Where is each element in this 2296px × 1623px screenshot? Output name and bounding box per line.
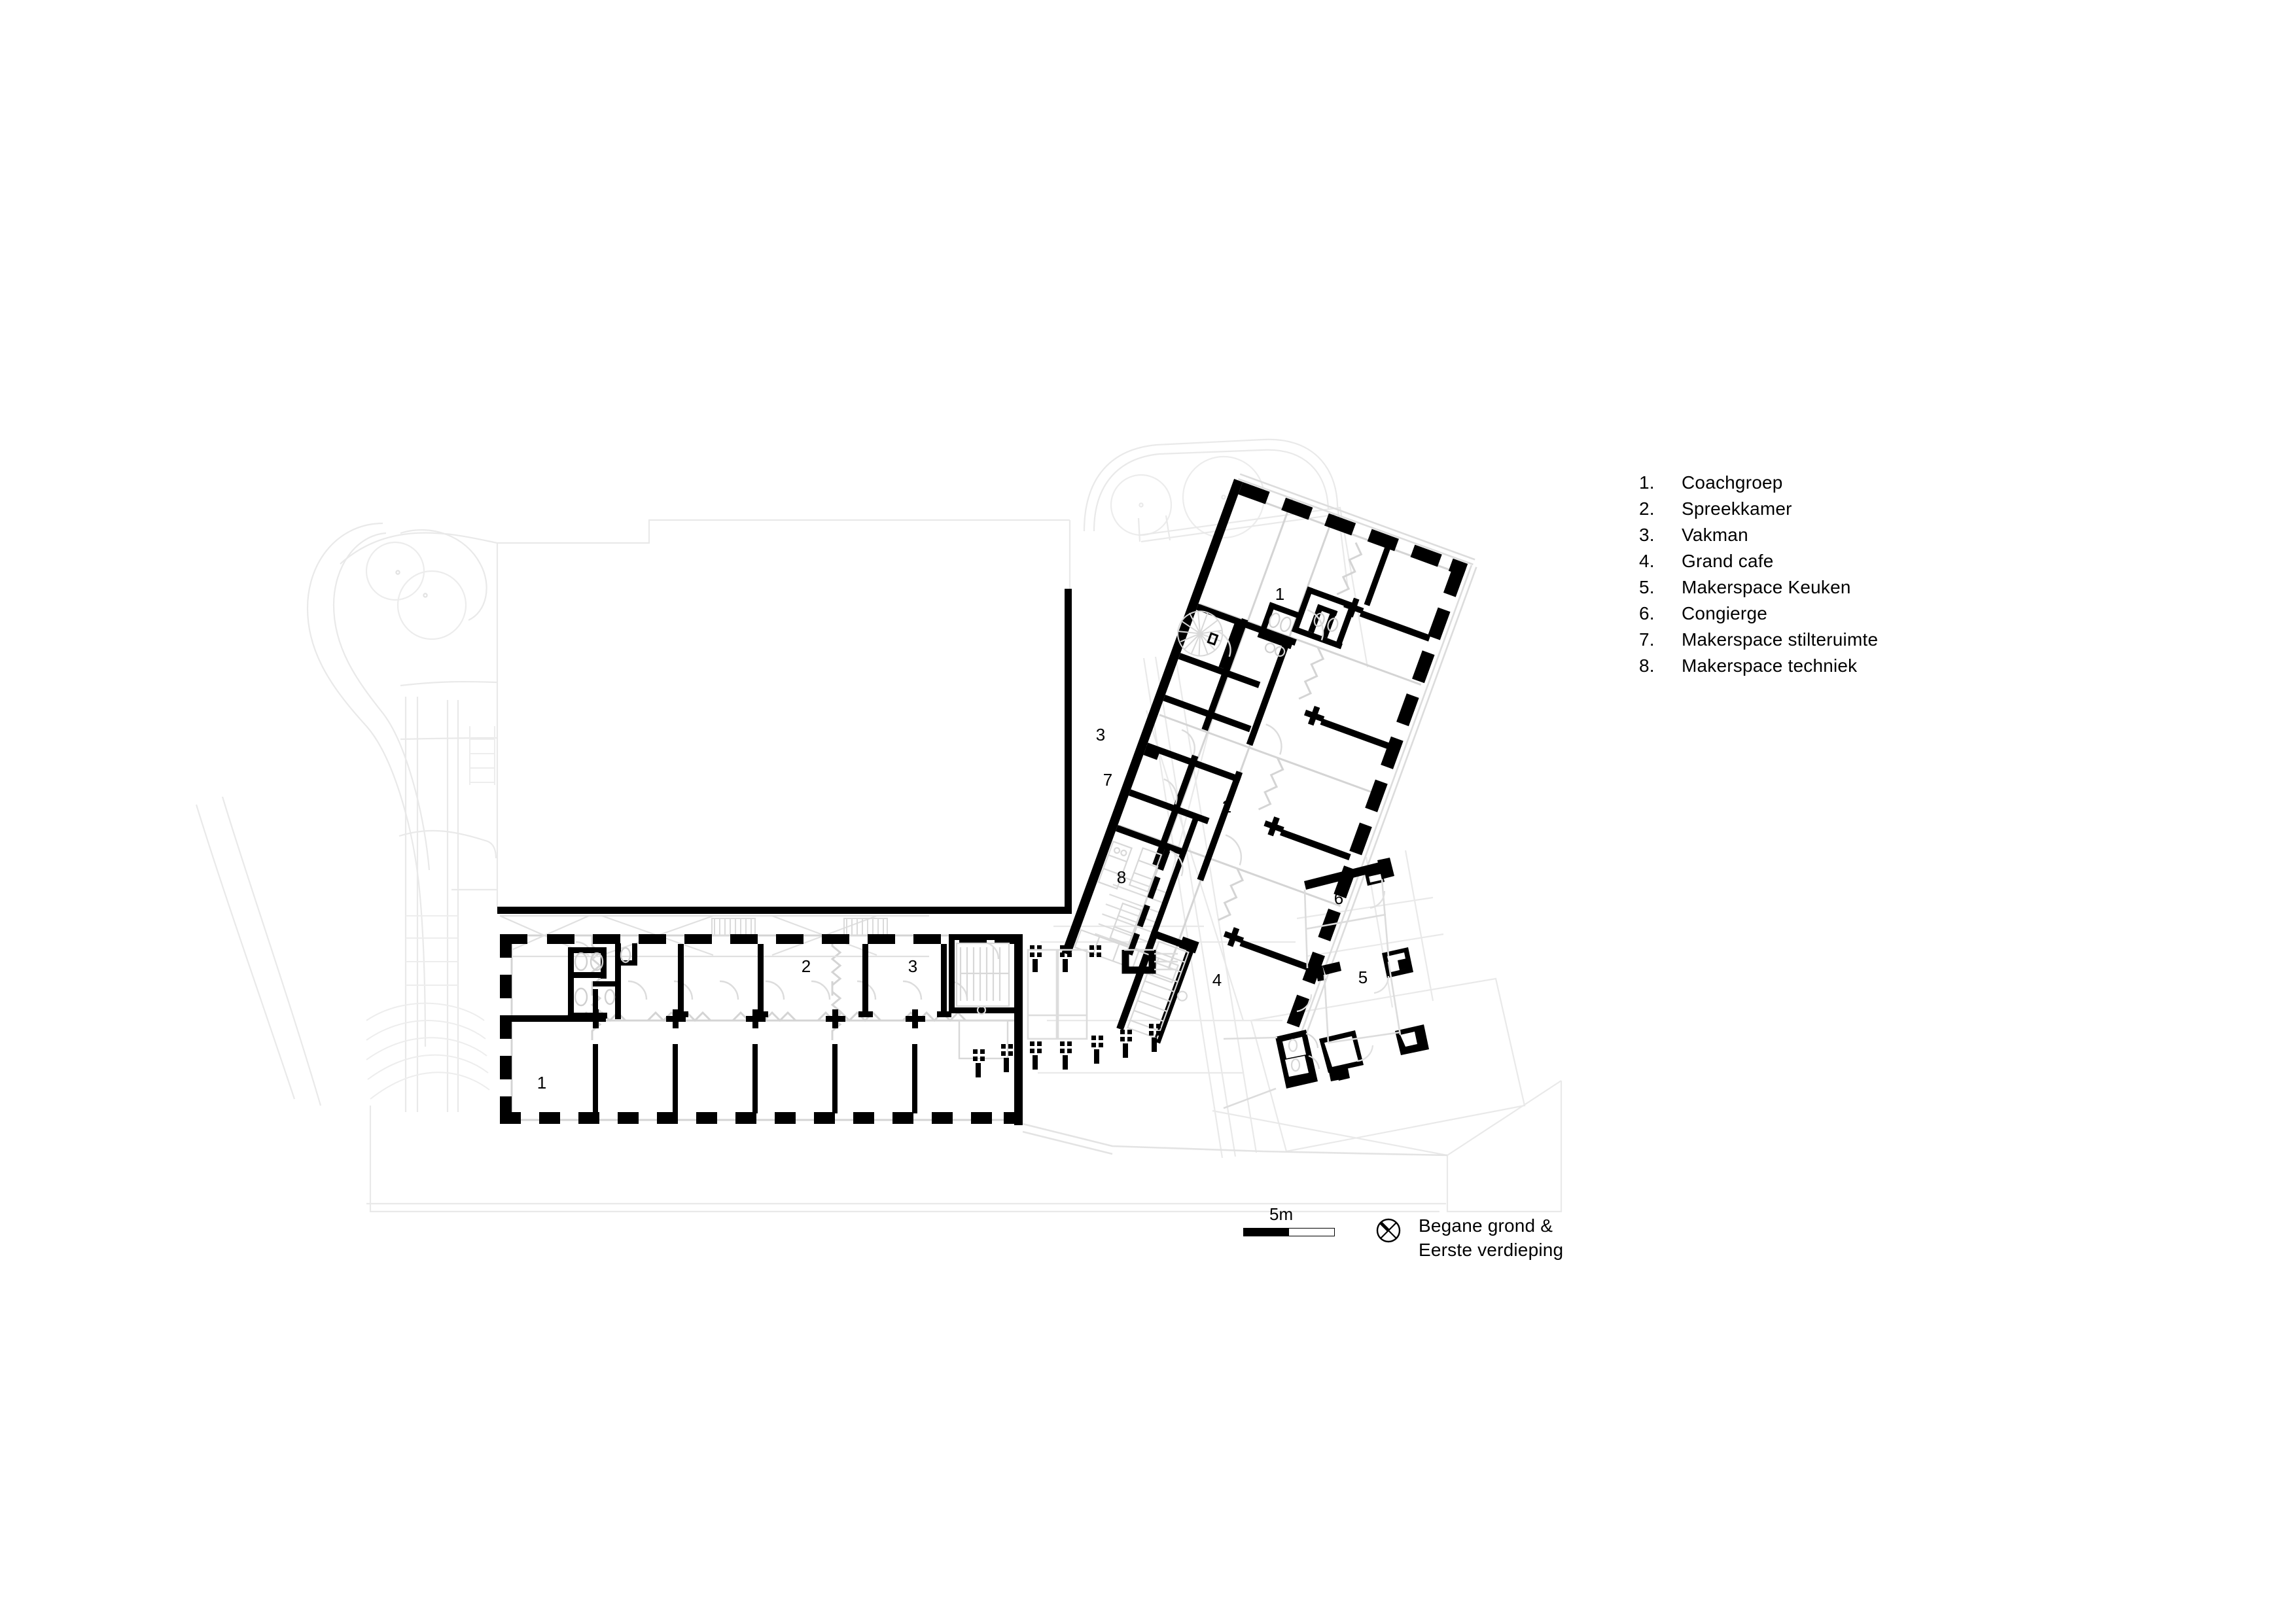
legend-number: 3. [1639, 525, 1655, 545]
existing-block-right-wall [1065, 589, 1072, 913]
scale-bar-graphic [1243, 1228, 1335, 1236]
lower-wing-sanitary-fixtures [574, 947, 631, 1007]
lower-wing-east-wall [1014, 934, 1023, 1125]
upper-wing-north-wall [1238, 481, 1468, 576]
lower-wing-partitions [509, 944, 951, 1022]
room-label-upper-7: 7 [1103, 770, 1112, 790]
room-label-lower-1: 1 [537, 1073, 546, 1092]
legend-item-4: 4. Grand cafe [1639, 548, 2005, 574]
lower-wing-north-wall [501, 934, 1021, 944]
legend-item-2: 2. Spreekkamer [1639, 496, 2005, 522]
lower-wing-column-crosses [586, 1009, 925, 1028]
upper-wing [1061, 473, 1477, 1044]
existing-block-top-wall [497, 907, 1072, 914]
legend-item-1: 1. Coachgroep [1639, 470, 2005, 496]
lower-wing-stair-core [949, 934, 1014, 1015]
legend-item-5: 5. Makerspace Keuken [1639, 574, 2005, 601]
legend-label: Grand cafe [1682, 551, 1774, 571]
free-standing-square [1122, 950, 1156, 974]
north-circle-x-icon [1375, 1217, 1402, 1247]
lower-wing-south-wall [500, 1112, 1022, 1124]
room-label-congierge-6: 6 [1334, 888, 1343, 908]
room-legend: 1. Coachgroep 2. Spreekkamer 3. Vakman 4… [1639, 470, 2005, 679]
room-label-upper-3: 3 [1096, 725, 1105, 744]
scale-bar-label: 5m [1269, 1204, 1294, 1224]
legend-number: 2. [1639, 498, 1655, 519]
room-label-keuken-5: 5 [1358, 968, 1368, 987]
legend-number: 7. [1639, 629, 1655, 650]
overlay-upper-floor-ghost [499, 493, 1462, 1121]
legend-label: Makerspace Keuken [1682, 577, 1851, 597]
upper-wing-kitchen-counters [1074, 840, 1180, 984]
makerspace-keuken-walls [1315, 947, 1429, 1081]
legend-item-3: 3. Vakman [1639, 522, 2005, 548]
legend-label: Spreekkamer [1682, 498, 1792, 519]
upper-wing-west-wall [1061, 479, 1243, 956]
grand-cafe-toilet-block [1275, 1030, 1320, 1089]
caption-text: Begane grond & Eerste verdieping [1419, 1213, 1563, 1262]
site-context-ghost-lines [195, 438, 1563, 1213]
legend-label: Vakman [1682, 525, 1748, 545]
lower-wing-hall-columns [593, 1044, 917, 1113]
room-number-labels: 1 2 3 1 2 3 7 8 4 5 6 [537, 584, 1368, 1092]
room-label-upper-2: 2 [1222, 797, 1231, 816]
legend-label: Coachgroep [1682, 472, 1783, 493]
room-label-upper-1: 1 [1275, 584, 1284, 604]
legend-number: 5. [1639, 577, 1655, 597]
congierge-walls [1304, 858, 1394, 890]
lower-wing [497, 589, 1072, 1125]
drawing-caption-block: 5m Begane grond & Eerste verdieping [1243, 1206, 1563, 1262]
legend-number: 1. [1639, 472, 1655, 493]
scale-bar-empty-half [1289, 1229, 1334, 1236]
legend-item-7: 7. Makerspace stilteruimte [1639, 627, 2005, 653]
legend-number: 4. [1639, 551, 1655, 571]
courtyard-fragments [1223, 858, 1429, 1109]
legend-label: Makerspace techniek [1682, 655, 1858, 676]
lower-wing-west-wall [500, 934, 512, 1124]
caption-line-1: Begane grond & [1419, 1215, 1553, 1236]
room-label-lower-2: 2 [802, 956, 811, 976]
upper-wing-sanitary-fixtures [1264, 612, 1339, 657]
room-label-lower-3: 3 [908, 956, 917, 976]
legend-number: 8. [1639, 655, 1655, 676]
room-label-upper-8: 8 [1117, 867, 1126, 887]
scale-bar-filled-half [1244, 1229, 1289, 1236]
upper-wing-room8-dashed-wall [1127, 848, 1171, 956]
duct-ghost [1027, 949, 1178, 1040]
exterior-post-markers [973, 945, 1161, 1077]
legend-number: 6. [1639, 603, 1655, 623]
legend-label: Congierge [1682, 603, 1767, 623]
upper-wing-west-rooms [1116, 603, 1297, 933]
upper-wing-east-rooms-partitions [1239, 540, 1431, 971]
upper-wing-sanitary-block [1257, 586, 1357, 650]
legend-item-6: 6. Congierge [1639, 601, 2005, 627]
caption-line-2: Eerste verdieping [1419, 1240, 1564, 1260]
legend-label: Makerspace stilteruimte [1682, 629, 1879, 650]
legend-item-8: 8. Makerspace techniek [1639, 653, 2005, 679]
lower-wing-sanitary-block [568, 943, 637, 1019]
room-label-grand-cafe-4: 4 [1212, 970, 1222, 990]
connector-ghost [1022, 1123, 1448, 1157]
